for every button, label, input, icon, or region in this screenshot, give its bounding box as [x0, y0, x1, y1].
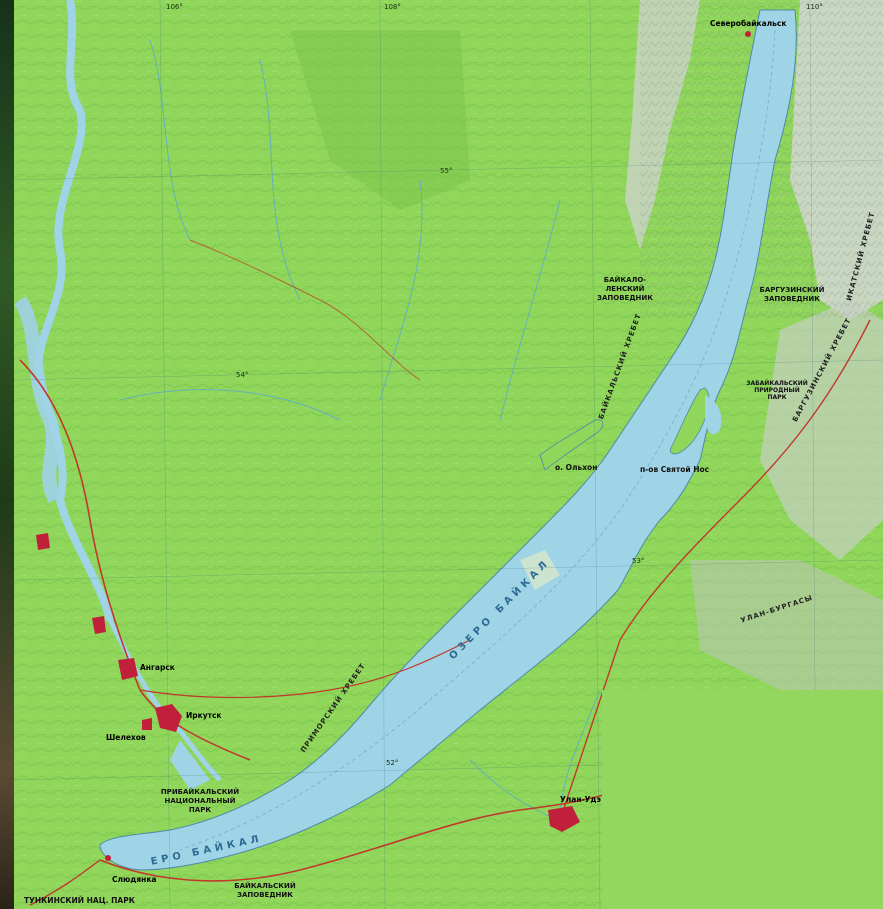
coord-label-52: 52°	[386, 759, 399, 767]
peninsula-label-svyatoy-nos: п-ов Святой Нос	[640, 465, 710, 474]
reserve-label-pribaikalsky: ПРИБАЙКАЛЬСКИЙ НАЦИОНАЛЬНЫЙ ПАРК	[160, 788, 240, 814]
city-shelekhov-marker	[142, 718, 152, 730]
graticule	[13, 0, 883, 909]
coord-label-55: 55°	[440, 167, 453, 175]
city-angarsk-marker	[118, 658, 138, 680]
coord-label-108: 108°	[384, 3, 401, 11]
city-slyudyanka-marker	[105, 855, 111, 861]
city-label-ulanude: Улан-Удэ	[560, 795, 601, 804]
east-highlands	[760, 300, 883, 560]
unmapped-corner	[602, 690, 883, 909]
city-markers	[36, 31, 751, 861]
coord-label-110: 110°	[806, 3, 823, 11]
city-label-shelekhov: Шелехов	[106, 733, 146, 742]
coord-label-54: 54°	[236, 371, 249, 379]
olkhon-island	[539, 419, 604, 471]
reserve-label-barguzin: БАРГУЗИНСКИЙ ЗАПОВЕДНИК	[759, 286, 825, 303]
chivyrkuy-bay	[705, 395, 722, 435]
coord-label-53: 53°	[632, 557, 645, 565]
city-label-irkutsk: Иркутск	[186, 711, 222, 720]
island-label-olkhon: о. Ольхон	[555, 463, 598, 472]
city-ulanude-marker	[548, 806, 580, 832]
ulan-burgasy-highlands	[690, 560, 883, 690]
city-label-severobaikalsk: Северобайкальск	[710, 19, 787, 28]
lake-depth-contour	[179, 29, 776, 851]
central-hills	[290, 30, 470, 210]
reserve-label-tunkinsky: ТУНКИНСКИЙ НАЦ. ПАРК	[24, 896, 135, 905]
city-irkutsk-marker	[155, 704, 182, 732]
city-severobaikalsk-marker	[745, 31, 751, 37]
city-usolye-marker	[92, 616, 106, 634]
reserve-label-zabaikalsky: ЗАБАЙКАЛЬСКИЙ ПРИРОДНЫЙ ПАРК	[746, 380, 808, 401]
city-sayansk-marker	[36, 533, 50, 550]
background-photo-strip	[0, 0, 14, 909]
reserve-label-baikalsky: БАЙКАЛЬСКИЙ ЗАПОВЕДНИК	[234, 882, 296, 899]
reserve-label-baikal-lena: БАЙКАЛО- ЛЕНСКИЙ ЗАПОВЕДНИК	[597, 276, 653, 302]
city-label-angarsk: Ангарск	[140, 663, 175, 672]
city-label-slyudyanka: Слюдянка	[112, 875, 157, 884]
selenga-delta	[520, 550, 560, 590]
coord-label-106: 106°	[166, 3, 183, 11]
